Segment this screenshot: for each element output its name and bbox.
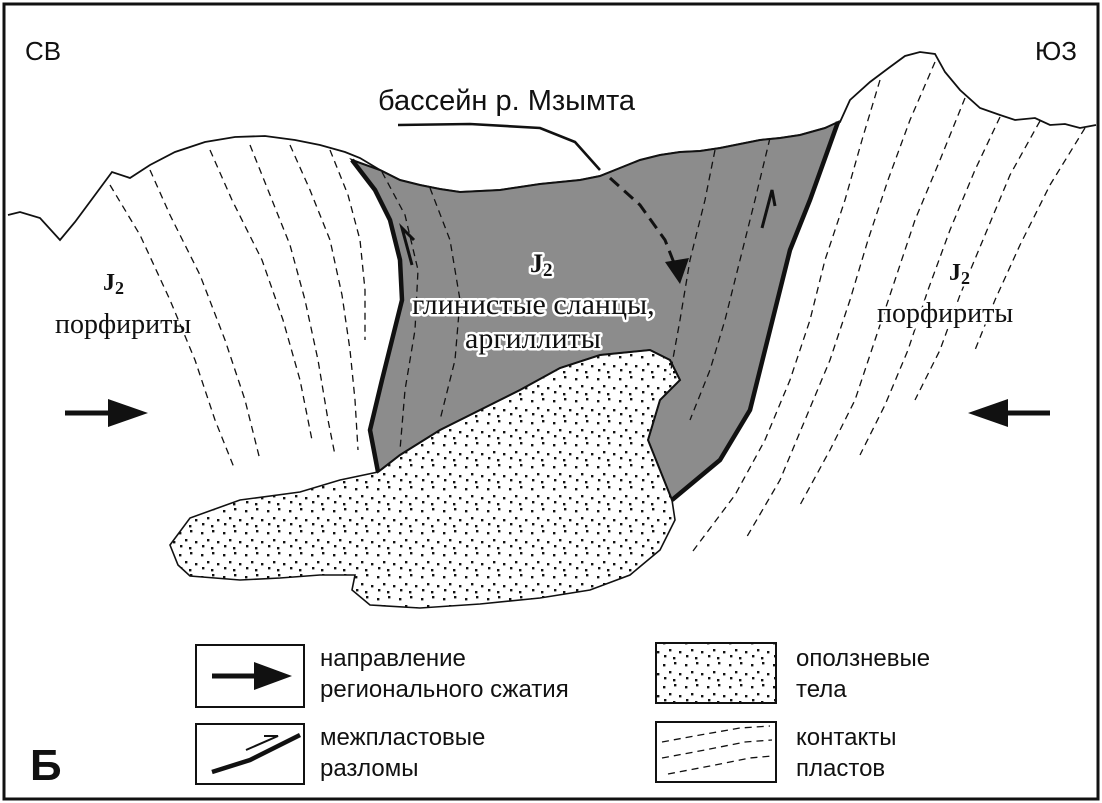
direction-label-left: СВ [25,36,61,66]
right-unit-rock: порфириты [877,298,1013,329]
legend-label-faults-line1: межпластовые [320,724,485,751]
direction-label-right: ЮЗ [1035,36,1077,66]
basin-label: бассейн р. Мзымта [378,85,636,117]
left-unit-rock: порфириты [55,309,191,340]
legend-symbol-contacts [656,722,776,782]
legend-label-contacts-line1: контакты [796,724,896,751]
center-unit-rock-line1: глинистые сланцы, [412,288,655,321]
legend-label-contacts-line2: пластов [796,755,885,782]
center-unit-rock-line2: аргиллиты [465,322,601,355]
legend-symbol-compression [196,645,304,707]
legend-symbol-faults [196,724,304,784]
legend-label-landslide-line2: тела [796,676,847,703]
legend-symbol-landslide [656,643,776,703]
legend-label-compression-line1: направление [320,645,466,672]
legend-label-landslide-line1: оползневые [796,645,930,672]
panel-letter: Б [30,741,62,790]
legend-label-faults-line2: разломы [320,755,419,782]
legend-label-compression-line2: регионального сжатия [320,676,569,703]
